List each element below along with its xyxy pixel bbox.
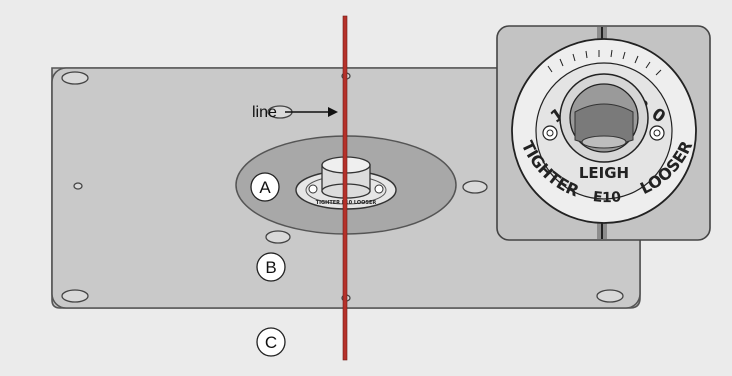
callout-a: A bbox=[250, 172, 280, 202]
callout-c: C bbox=[256, 327, 286, 357]
alignment-line bbox=[342, 15, 348, 361]
callout-a-label: A bbox=[259, 178, 271, 197]
inset-brand: LEIGH bbox=[579, 164, 629, 182]
callout-b: B bbox=[256, 252, 286, 282]
inset-center-text: E10 bbox=[592, 189, 622, 206]
callout-b-label: B bbox=[265, 258, 276, 277]
line-label: line bbox=[252, 104, 277, 121]
svg-text:E10: E10 bbox=[592, 189, 622, 206]
line-arrow bbox=[285, 107, 338, 117]
plate-holes bbox=[61, 71, 624, 303]
callout-c-label: C bbox=[265, 333, 277, 352]
inset-detail: 10 8 6 4 2 0 LEIGH TIGHTER E10 LOOSER bbox=[496, 25, 711, 241]
